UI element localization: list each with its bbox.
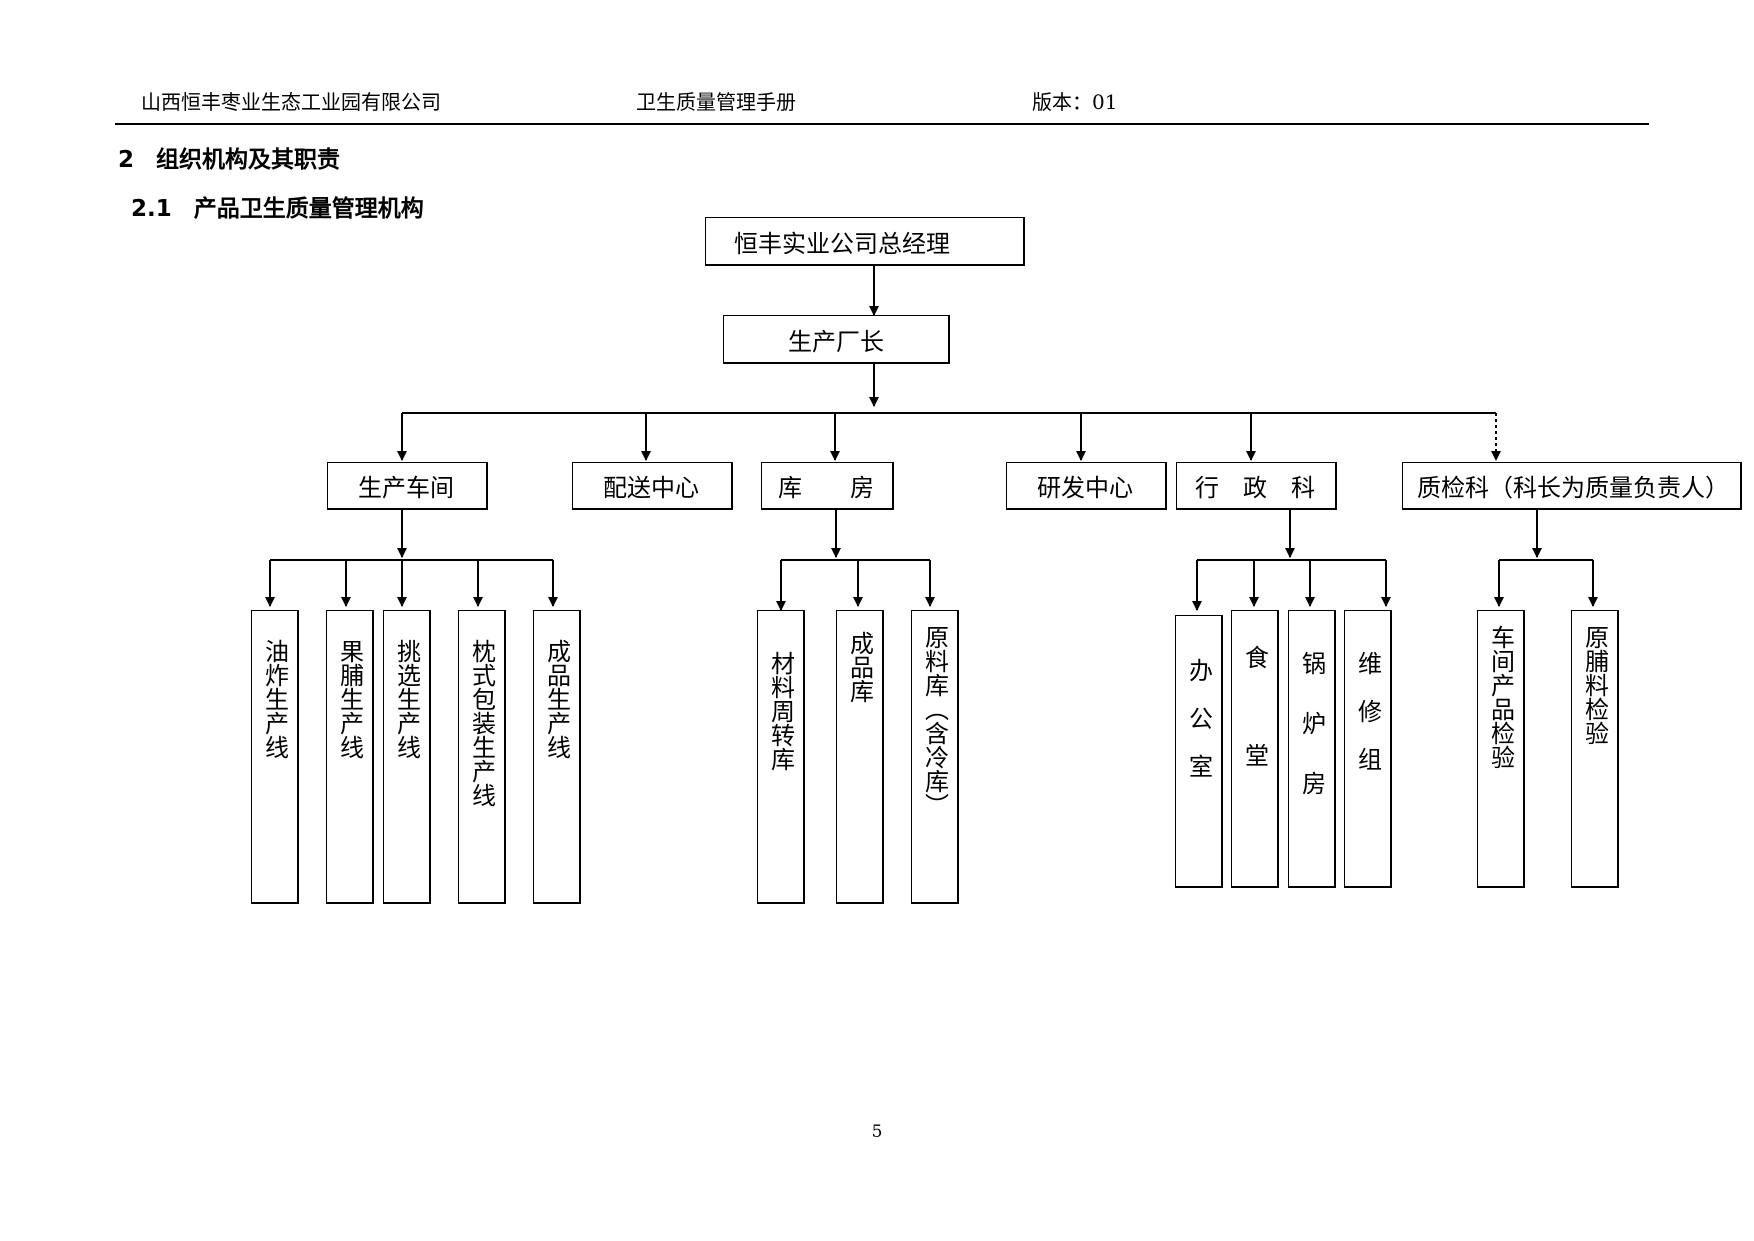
org-node-warehouse-unit: 成品库 xyxy=(836,610,884,904)
org-node-label: 挑选生产线 xyxy=(392,639,421,759)
org-node-administration: 行 政 科 xyxy=(1176,462,1337,510)
org-node-label: 维修组 xyxy=(1353,651,1382,795)
org-node-production-line: 成品生产线 xyxy=(533,610,581,904)
org-node-label: 油炸生产线 xyxy=(260,639,289,759)
page-number: 5 xyxy=(871,1122,883,1142)
org-node-warehouse-unit: 材料周转库 xyxy=(757,610,805,904)
org-node-label: 成品生产线 xyxy=(542,639,571,759)
org-node-quality-inspection: 质检科（科长为质量负责人） xyxy=(1402,462,1742,510)
org-node-admin-unit: 维修组 xyxy=(1344,610,1392,888)
org-node-production-line: 果脯生产线 xyxy=(326,610,374,904)
org-node-label: 原料库（含冷库） xyxy=(920,625,949,817)
section-number: 2 xyxy=(118,147,135,173)
header-manual-title: 卫生质量管理手册 xyxy=(636,90,796,114)
org-node-production-workshop: 生产车间 xyxy=(327,462,488,510)
org-node-admin-unit: 办公室 xyxy=(1175,615,1223,888)
org-node-qc-unit: 车间产品检验 xyxy=(1477,610,1525,888)
org-node-production-line: 油炸生产线 xyxy=(251,610,299,904)
subsection-heading: 2.1 产品卫生质量管理机构 xyxy=(131,189,424,223)
org-node-distribution-center: 配送中心 xyxy=(572,462,733,510)
header-rule xyxy=(115,123,1649,125)
org-node-label: 办公室 xyxy=(1184,658,1213,802)
org-node-label: 枕式包装生产线 xyxy=(467,639,496,807)
org-node-label: 车间产品检验 xyxy=(1486,625,1515,769)
section-heading: 2 组织机构及其职责 xyxy=(118,140,340,174)
org-node-warehouse-unit: 原料库（含冷库） xyxy=(911,610,959,904)
org-node-label: 果脯生产线 xyxy=(335,639,364,759)
org-node-general-manager: 恒丰实业公司总经理 xyxy=(705,217,1025,266)
org-node-label: 锅炉房 xyxy=(1297,651,1326,831)
org-node-label: 原脯料检验 xyxy=(1580,625,1609,745)
org-node-label: 材料周转库 xyxy=(766,651,795,771)
org-node-label: 食堂 xyxy=(1240,645,1269,841)
org-node-label: 成品库 xyxy=(845,631,874,703)
org-node-production-line: 枕式包装生产线 xyxy=(458,610,506,904)
org-node-admin-unit: 锅炉房 xyxy=(1288,610,1336,888)
org-node-production-director: 生产厂长 xyxy=(723,315,950,364)
subsection-title: 产品卫生质量管理机构 xyxy=(193,196,424,222)
org-node-warehouse: 库 房 xyxy=(761,462,894,510)
subsection-number: 2.1 xyxy=(131,196,172,222)
org-node-production-line: 挑选生产线 xyxy=(383,610,431,904)
header-version: 版本：01 xyxy=(1032,90,1118,114)
header-company: 山西恒丰枣业生态工业园有限公司 xyxy=(141,90,441,114)
org-node-rnd-center: 研发中心 xyxy=(1006,462,1167,510)
section-title: 组织机构及其职责 xyxy=(156,147,341,173)
org-node-qc-unit: 原脯料检验 xyxy=(1571,610,1619,888)
org-node-admin-unit: 食堂 xyxy=(1231,610,1279,888)
